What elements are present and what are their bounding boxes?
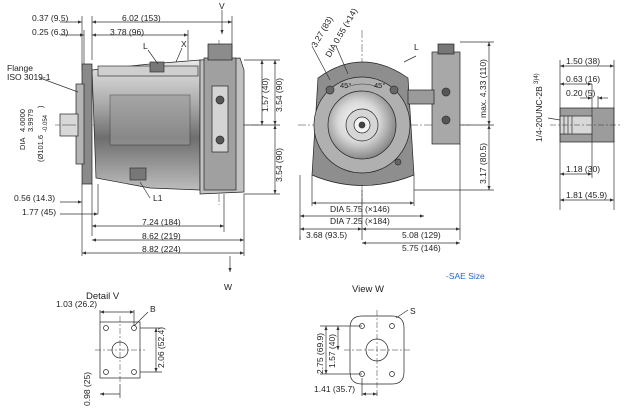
angle-right: 45° (374, 81, 385, 90)
view-w-dim-1: 2.75 (69.9) (315, 333, 325, 374)
thread-footnote: 3)4) (534, 73, 540, 84)
port-dim-5: 1.81 (45.9) (566, 190, 607, 200)
side-dim-top-4: 3.78 (96) (110, 27, 144, 37)
view-w-dim-2: 1.57 (40) (327, 334, 337, 368)
view-w-dim-3: 1.41 (35.7) (314, 384, 355, 394)
side-dim-top-2: 6.02 (153) (122, 13, 161, 23)
detail-v-dim-2: 2.06 (52.4) (156, 327, 166, 368)
front-dim-top-2: DIA 0.55 (×14) (323, 6, 359, 59)
detail-v-dim-3: 0.98 (25) (82, 372, 92, 406)
dia-close-text: ) (36, 105, 45, 108)
view-w-marker: W (224, 282, 232, 292)
side-dim-top-3: 0.25 (6.3) (32, 27, 69, 37)
shaft-diameter-callout: DIA 4.0000 3.9979 (Ø101.6 -0.054 ) (18, 105, 49, 162)
dia-text-3: 3.9979 (26, 109, 35, 132)
iso-label: ISO 3019-1 (7, 72, 51, 82)
port-label-v: V (219, 1, 225, 11)
port-dim-2: 0.63 (16) (566, 74, 600, 84)
side-dim-bottom-4: 8.62 (219) (142, 231, 181, 241)
view-w-view (320, 309, 410, 396)
flange-label: Flange (7, 63, 33, 73)
port-label-l: L (143, 41, 148, 51)
front-dim-bottom-2: 5.08 (129) (402, 230, 441, 240)
front-dia-2: DIA 7.25 (×184) (330, 216, 390, 226)
detail-v-dim-1: 1.03 (26.2) (56, 299, 97, 309)
front-dim-right-1: max. 4.33 (110) (478, 59, 488, 118)
side-dim-right-3: 3.54 (90) (274, 148, 284, 182)
side-dim-right-2: 3.54 (90) (274, 78, 284, 112)
port-label-x: X (181, 39, 187, 49)
side-dim-right-1: 1.57 (40) (260, 78, 270, 112)
port-dim-1: 1.50 (38) (566, 56, 600, 66)
detail-v-label-b: B (150, 304, 156, 314)
angle-left: 45° (340, 81, 351, 90)
port-detail-view (547, 60, 620, 210)
front-dia-1: DIA 5.75 (×146) (330, 204, 390, 214)
side-dim-bottom-3: 7.24 (184) (142, 217, 181, 227)
dia-text-1: DIA (18, 137, 27, 150)
side-dim-bottom-2: 1.77 (45) (22, 207, 56, 217)
dia-tol-text: -0.054 (43, 114, 49, 132)
sae-size-note: -SAE Size (446, 271, 485, 281)
front-dim-bottom-3: 5.75 (146) (402, 243, 441, 253)
front-dim-right-2: 3.17 (80.5) (478, 143, 488, 184)
front-dim-bottom-1: 3.68 (93.5) (306, 230, 347, 240)
view-w-label-s: S (410, 306, 416, 316)
side-dim-bottom-5: 8.82 (224) (142, 244, 181, 254)
port-dim-3: 0.20 (5) (566, 88, 595, 98)
port-dim-4: 1.18 (30) (566, 164, 600, 174)
port-label-l1: L1 (153, 193, 163, 203)
thread-spec: 1/4-20UNC-2B (534, 86, 544, 142)
front-port-label-l: L (414, 42, 419, 52)
side-dim-top-1: 0.37 (9.5) (32, 13, 69, 23)
side-view (39, 10, 280, 272)
detail-v-view (95, 310, 162, 398)
dia-text-4: (Ø101.6 (36, 135, 45, 162)
front-view (298, 30, 494, 245)
side-dim-bottom-1: 0.56 (14.3) (14, 193, 55, 203)
dia-text-2: 4.0000 (18, 109, 27, 132)
view-w-title: View W (352, 284, 384, 295)
detail-v-title: Detail V (86, 291, 120, 302)
